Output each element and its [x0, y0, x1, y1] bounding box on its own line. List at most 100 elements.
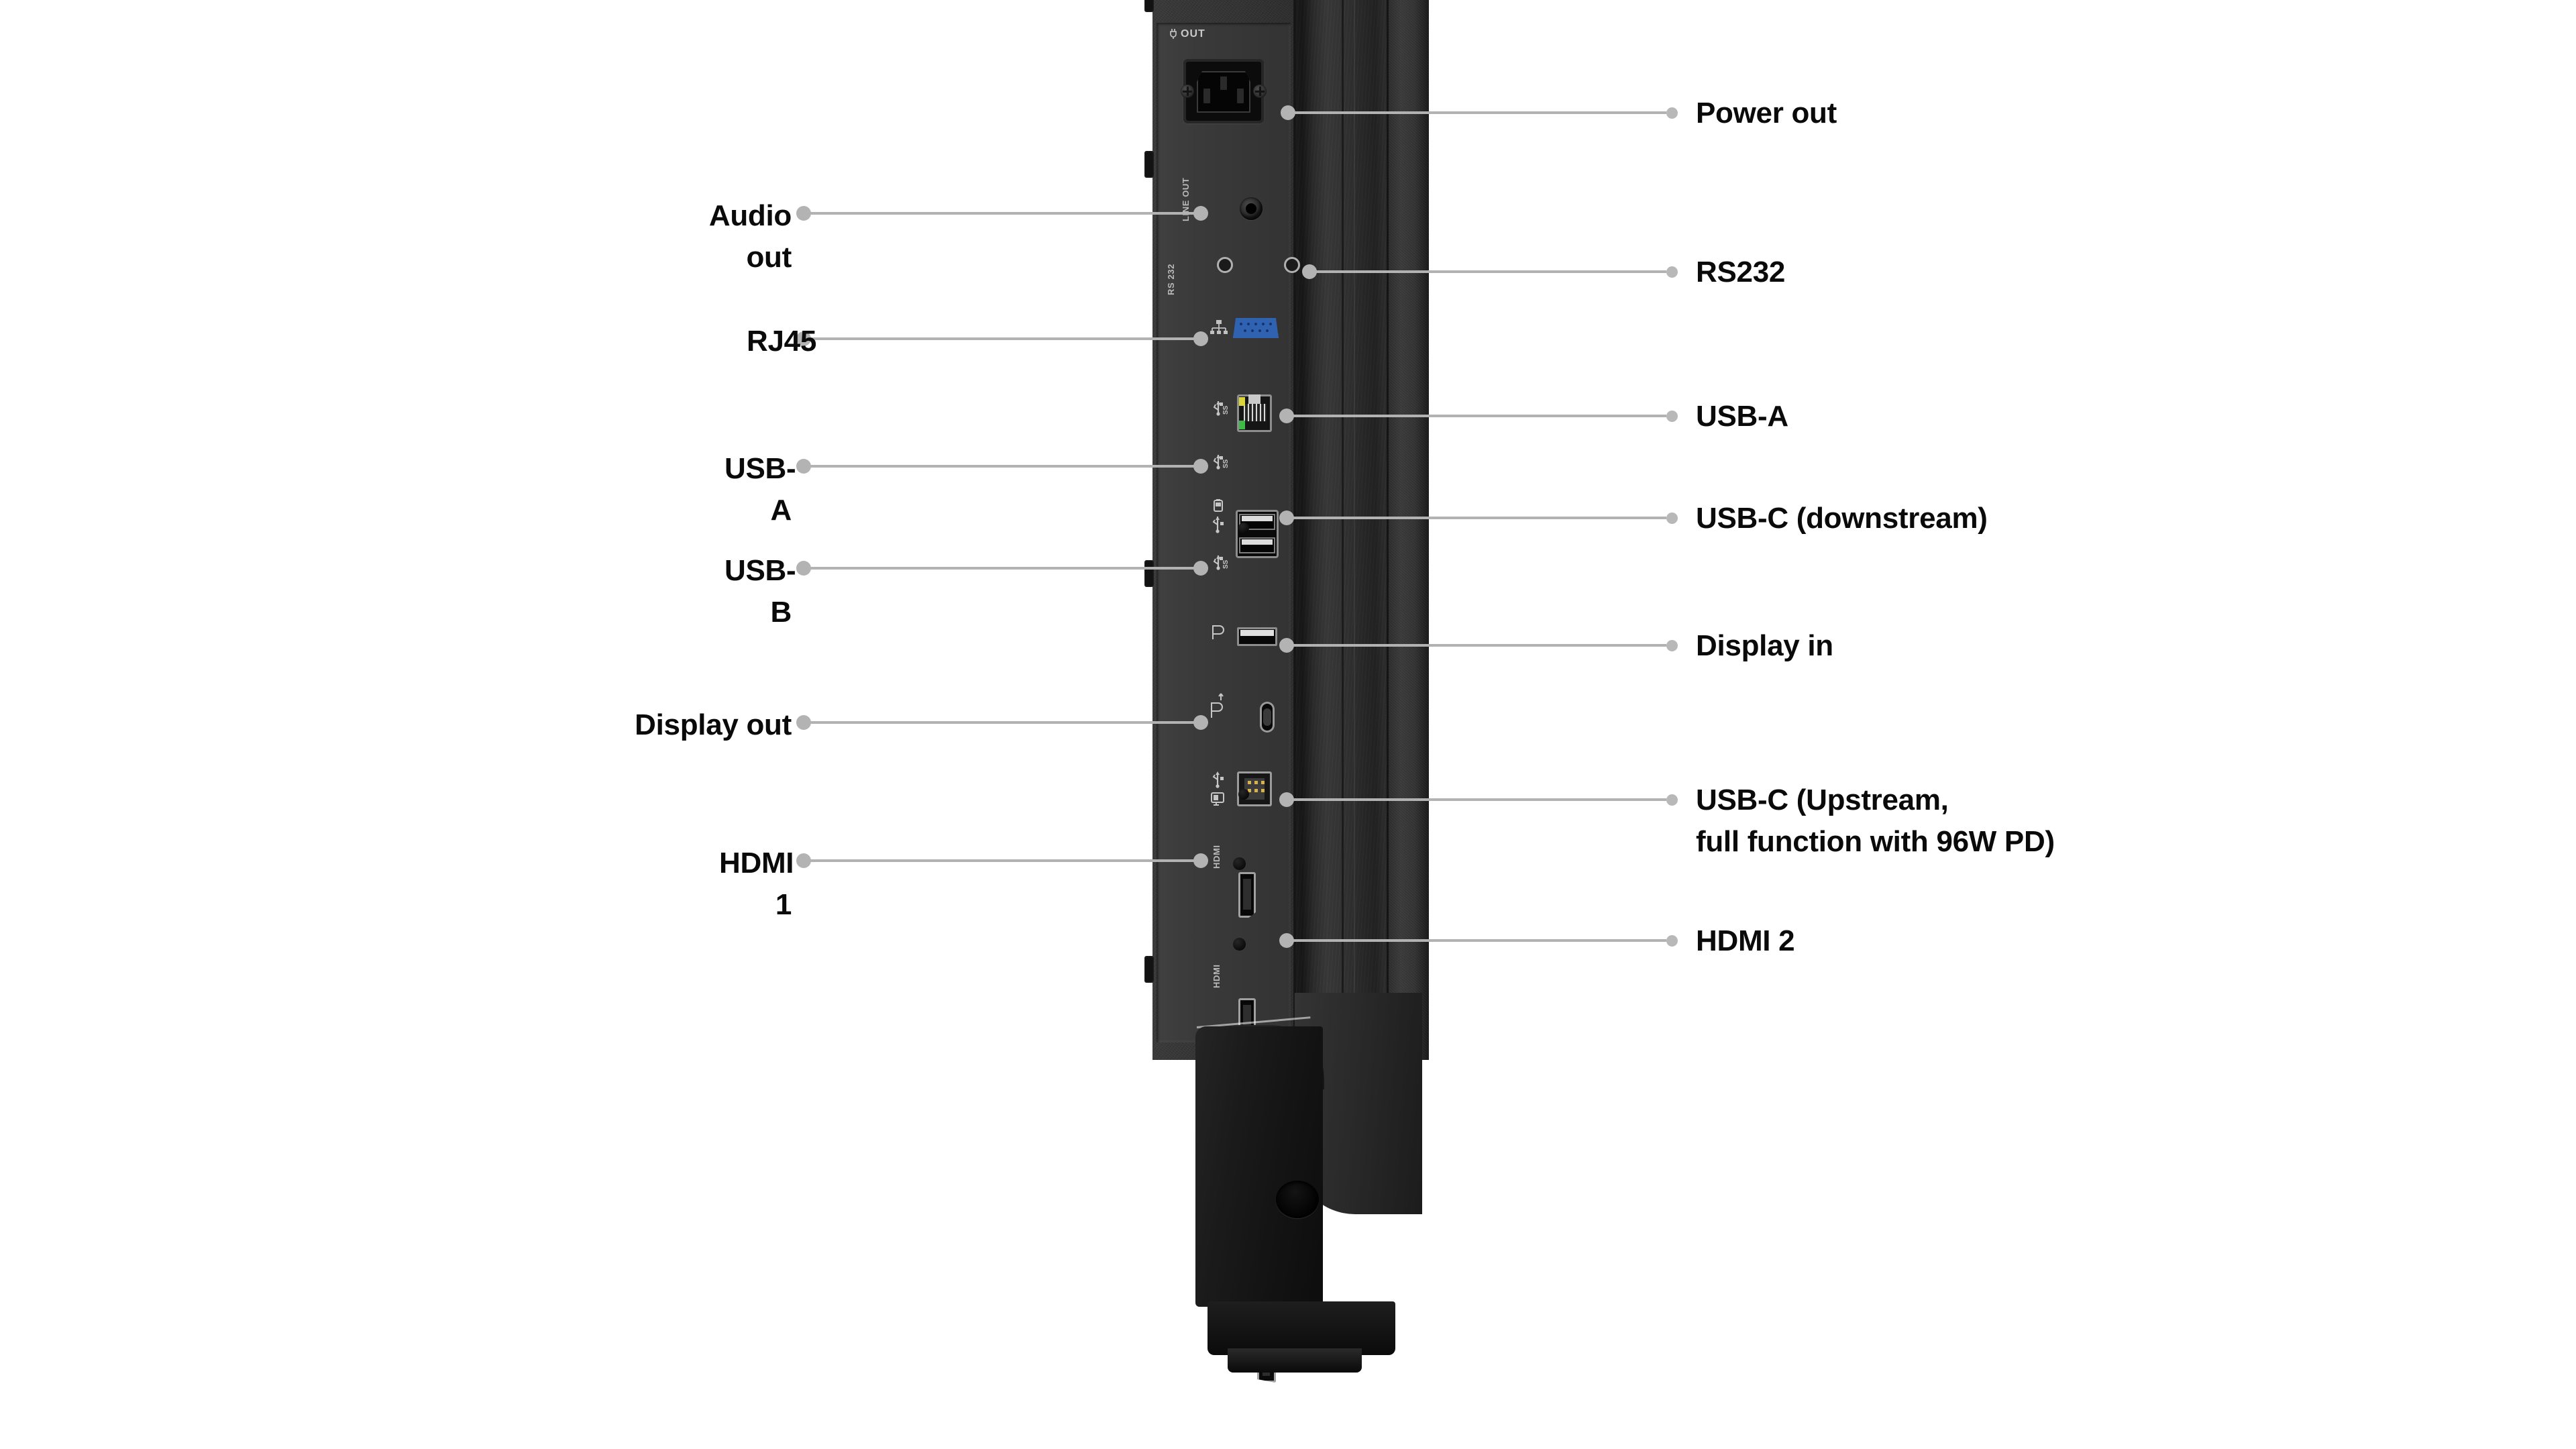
usb-c-upstream-indicator-dot — [1238, 789, 1249, 800]
usb-a-dual-port — [1236, 510, 1279, 558]
monitor-rear-body: OUT LINE OUT RS 232 — [1144, 0, 1429, 1383]
callout-label-hdmi-1: HDMI 1 — [719, 847, 794, 921]
chassis-seam-c — [1387, 0, 1389, 1060]
leader-line-audio-out — [810, 212, 1201, 215]
silk-hdmi1-label: HDMI — [1212, 845, 1222, 869]
rj45-led-green — [1239, 421, 1245, 429]
leader-dot-port-usb-a-left — [1193, 459, 1208, 474]
callout-label-power-out: Power out — [1696, 97, 1837, 129]
chassis-highlight — [1354, 0, 1355, 1060]
leader-line-usb-b — [810, 567, 1201, 570]
leader-dot-port-rj45 — [1193, 331, 1208, 346]
leader-line-rs232 — [1315, 270, 1666, 273]
leader-dot-port-usb-b — [1193, 561, 1208, 576]
leader-line-hdmi-2 — [1292, 939, 1666, 942]
leader-dot-label-usb-a-right — [1666, 411, 1678, 422]
callout-label-hdmi-2: HDMI 2 — [1696, 924, 1795, 957]
audio-line-out-jack — [1240, 197, 1263, 220]
cable-management-hole — [1276, 1181, 1319, 1218]
rj45-led-amber — [1239, 397, 1245, 406]
callout-label-usb-a-right: USB-A — [1696, 400, 1788, 433]
dsub-screw-left — [1217, 257, 1233, 273]
power-out-socket-inner — [1197, 71, 1250, 113]
power-plug-icon — [1170, 29, 1177, 39]
callout-label-usb-c-upstream: USB-C (Upstream, full function with 96W … — [1696, 784, 2055, 858]
leader-dot-label-audio-out — [796, 206, 811, 221]
leader-dot-port-display-in — [1279, 638, 1294, 653]
leader-line-usb-a-left — [810, 465, 1201, 468]
dsub-pins — [1238, 321, 1274, 335]
rs232-dsub-port — [1233, 318, 1279, 338]
displayport-icon — [1212, 625, 1224, 639]
stand-base-mount — [1208, 1301, 1395, 1355]
silk-power-out-label: OUT — [1181, 28, 1205, 40]
leader-dot-port-power-out — [1281, 105, 1295, 120]
callout-label-usb-c-down: USB-C (downstream) — [1696, 502, 1988, 535]
callout-label-audio-out: Audio out — [708, 199, 792, 274]
leader-dot-label-rj45 — [796, 331, 811, 346]
callout-label-usb-a-left: USB-A — [724, 452, 796, 527]
displayport-in-port — [1238, 872, 1256, 918]
leader-dot-port-usb-a-right — [1279, 409, 1294, 423]
leader-dot-label-display-out — [796, 715, 811, 730]
silk-hdmi2-label: HDMI — [1212, 964, 1222, 988]
leader-dot-port-usb-c-upstream — [1279, 792, 1294, 807]
panel-clip-top — [1144, 151, 1154, 178]
usb-a-slot-lower — [1239, 537, 1275, 553]
chassis-seam-a — [1293, 0, 1295, 1060]
leader-dot-label-hdmi-1 — [796, 853, 811, 868]
callout-label-display-in: Display in — [1696, 629, 1833, 662]
displayport-out-icon — [1211, 693, 1224, 718]
leader-line-usb-c-upstream — [1292, 798, 1666, 801]
leader-dot-label-rs232 — [1666, 266, 1678, 278]
chassis-side — [1295, 0, 1389, 1060]
leader-dot-port-display-out — [1193, 715, 1208, 730]
leader-dot-port-hdmi-2 — [1279, 933, 1294, 948]
socket-screw-left — [1181, 85, 1194, 98]
usb-charge-icon — [1212, 499, 1224, 533]
chassis-rear-edge — [1389, 0, 1429, 1060]
socket-screw-right — [1253, 85, 1267, 98]
silk-line-out-label: LINE OUT — [1181, 177, 1191, 221]
leader-dot-label-usb-c-upstream — [1666, 794, 1678, 806]
leader-dot-label-usb-a-left — [796, 459, 811, 474]
hdmi-1-indicator-dot — [1233, 857, 1246, 870]
leader-dot-label-hdmi-2 — [1666, 935, 1678, 947]
leader-dot-port-rs232 — [1302, 264, 1317, 279]
callout-label-usb-b: USB-B — [724, 554, 796, 629]
ethernet-icon — [1210, 320, 1228, 334]
callout-label-display-out: Display out — [635, 708, 792, 741]
leader-dot-label-usb-c-down — [1666, 513, 1678, 524]
usb-c-downstream-port — [1260, 702, 1275, 733]
panel-clip-mid — [1144, 560, 1154, 587]
leader-line-usb-a-right — [1292, 415, 1666, 417]
leader-dot-port-hdmi-1 — [1193, 853, 1208, 868]
leader-dot-port-usb-c-down — [1279, 511, 1294, 525]
panel-clip-bottom — [1144, 956, 1154, 983]
leader-line-usb-c-down — [1292, 517, 1666, 519]
leader-dot-label-usb-b — [796, 561, 811, 576]
dsub-screw-right — [1284, 257, 1300, 273]
panel-clip-verytop — [1144, 0, 1154, 12]
leader-dot-label-power-out — [1666, 107, 1678, 119]
hdmi-2-indicator-dot — [1233, 938, 1246, 951]
usb-c-indicator-dot — [1238, 523, 1249, 533]
leader-line-hdmi-1 — [810, 859, 1201, 862]
rj45-ethernet-port — [1237, 394, 1272, 432]
leader-line-rj45 — [810, 337, 1201, 340]
power-out-socket — [1181, 59, 1267, 123]
callout-label-rj45: RJ45 — [747, 325, 816, 358]
leader-dot-label-display-in — [1666, 640, 1678, 651]
leader-dot-port-audio-out — [1193, 206, 1208, 221]
usb-a-single-port — [1237, 627, 1277, 646]
usb-superspeed-icon: SS — [1213, 455, 1228, 470]
callout-label-rs232: RS232 — [1696, 256, 1786, 288]
leader-line-power-out — [1293, 111, 1666, 114]
stand-neck — [1195, 1026, 1323, 1307]
silk-rs232-label: RS 232 — [1166, 264, 1176, 295]
svg-text:SS: SS — [1222, 559, 1228, 569]
usb-superspeed-icon: SS — [1213, 401, 1228, 416]
chassis-seam-b — [1342, 0, 1344, 1060]
leader-line-display-in — [1292, 644, 1666, 647]
